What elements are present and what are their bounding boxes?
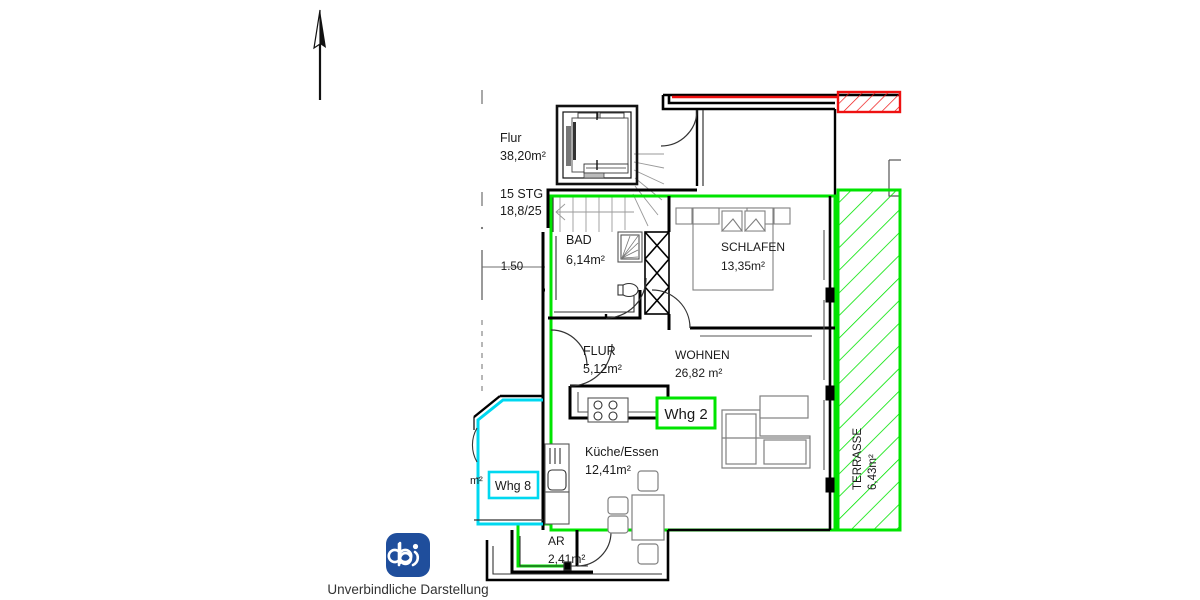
bi-logo	[386, 533, 430, 577]
interior-walls	[485, 196, 835, 582]
stair-note-riser-tread: 18,8/25	[500, 204, 542, 218]
neighbor-area-fragment: m²	[470, 475, 483, 487]
door-swings	[550, 277, 691, 571]
room-label-ar-area: 2,41m²	[548, 552, 585, 566]
unit-8-outline	[476, 398, 543, 526]
dimension-lines	[480, 90, 545, 396]
unit-tag-whg-2-label: Whg 2	[664, 406, 707, 423]
room-label-flur-treppenhaus-area: 38,20m²	[500, 149, 546, 163]
room-label-kueche-essen-name: Küche/Essen	[585, 445, 659, 459]
room-label-kueche-essen-area: 12,41m²	[585, 463, 631, 477]
room-label-schlafen-name: SCHLAFEN	[721, 240, 785, 254]
stair-core	[555, 104, 665, 232]
room-label-flur-wohnung-area: 5,12m²	[583, 362, 622, 376]
bi-logo-icon	[387, 541, 420, 567]
room-label-schlafen-area: 13,35m²	[721, 259, 765, 273]
terrasse-name: TERRASSE	[852, 428, 864, 490]
bedroom-furniture	[675, 207, 791, 291]
unit-8-walls	[471, 394, 543, 521]
north-arrow-icon	[313, 9, 326, 100]
unit-tag-whg-2[interactable]: Whg 2	[655, 396, 717, 430]
living-room-furniture	[721, 395, 811, 469]
room-label-flur-wohnung-name: FLUR	[583, 344, 616, 358]
room-label-bad-name: BAD	[566, 233, 592, 247]
building-walls	[546, 90, 902, 232]
stair-note-steps: 15 STG	[500, 187, 543, 201]
room-label-bad-area: 6,14m²	[566, 253, 605, 267]
kitchen-fixtures	[544, 397, 629, 525]
room-label-ar-name: AR	[548, 534, 565, 548]
dimension-label-1-50: 1.50	[501, 261, 523, 273]
terrasse-area: 6,43m²	[867, 454, 879, 490]
branding-block: Unverbindliche Darstellung	[318, 533, 498, 597]
terrace-area	[836, 188, 902, 532]
unit-tag-whg-8-label: Whg 8	[495, 479, 531, 493]
room-labels: Flur 38,20m² 15 STG 18,8/25 BAD 6,14m² S…	[500, 131, 785, 566]
branding-caption: Unverbindliche Darstellung	[327, 582, 489, 597]
room-label-wohnen-area: 26,82 m²	[675, 366, 722, 380]
room-label-wohnen-name: WOHNEN	[675, 348, 730, 362]
unit-tag-whg-8[interactable]: Whg 8	[487, 470, 540, 500]
dining-set	[607, 470, 665, 565]
bathroom-fixtures	[617, 231, 643, 298]
room-label-flur-treppenhaus-name: Flur	[500, 131, 522, 145]
